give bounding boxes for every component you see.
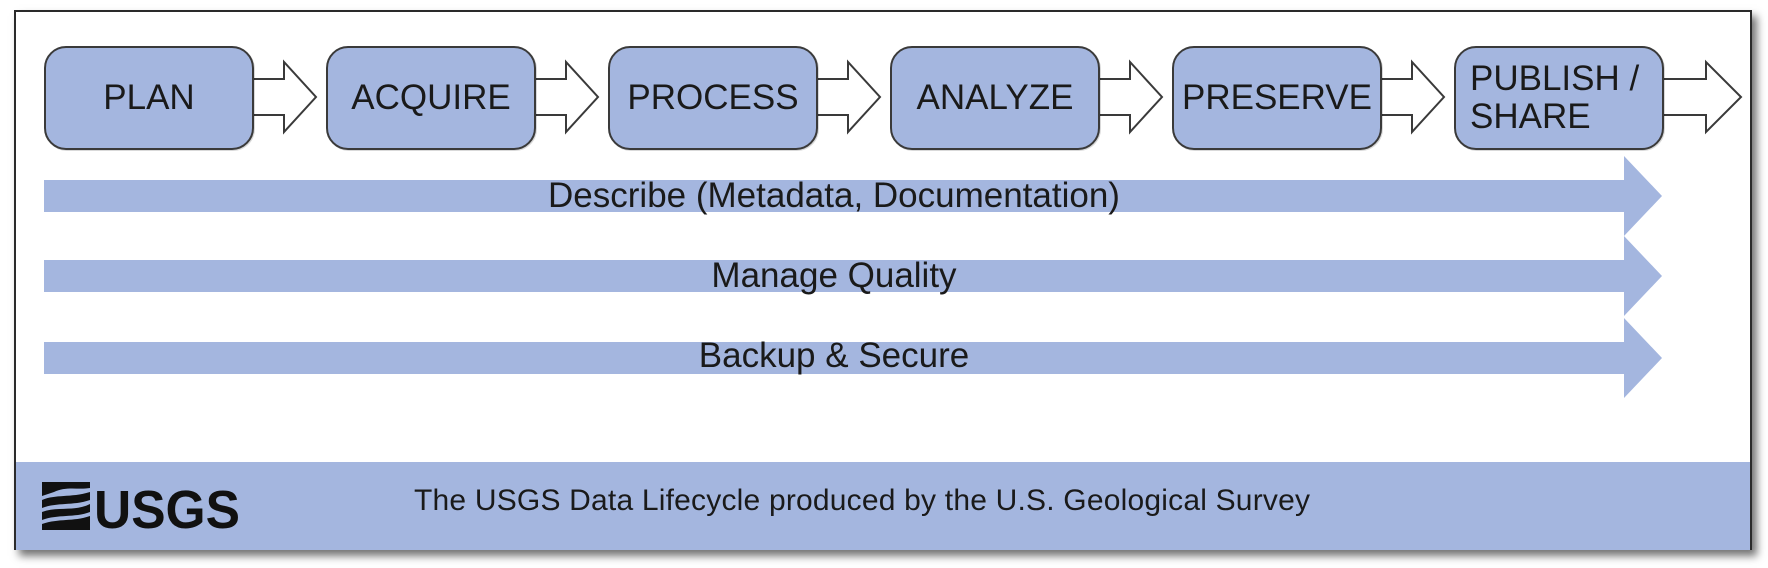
stage-plan-label: PLAN xyxy=(103,78,195,117)
describe-band-label: Describe (Metadata, Documentation) xyxy=(548,176,1120,215)
stage-acquire-label: ACQUIRE xyxy=(351,78,511,117)
backup-secure-band-label: Backup & Secure xyxy=(698,336,970,375)
stage-acquire: ACQUIRE xyxy=(326,46,536,150)
usgs-logo: USGS xyxy=(42,480,240,534)
stage-publish-share-label: PUBLISH / SHARE xyxy=(1470,59,1640,136)
connector-arrow-1 xyxy=(251,59,318,135)
stage-analyze: ANALYZE xyxy=(890,46,1100,150)
connector-arrow-4 xyxy=(1097,59,1164,135)
stage-process-label: PROCESS xyxy=(627,78,799,117)
describe-band-arrow xyxy=(44,156,1662,236)
manage-quality-band-arrow xyxy=(44,236,1662,316)
stage-preserve: PRESERVE xyxy=(1172,46,1382,150)
connector-arrow-2 xyxy=(533,59,600,135)
footer-caption: The USGS Data Lifecycle produced by the … xyxy=(414,484,1311,517)
usgs-lifecycle-slide: PLAN ACQUIRE PROCESS ANALYZE PRESERVE PU… xyxy=(14,10,1752,550)
svg-text:USGS: USGS xyxy=(94,480,240,534)
manage-quality-band-label: Manage Quality xyxy=(711,256,957,295)
connector-arrow-3 xyxy=(815,59,882,135)
connector-arrows xyxy=(44,59,1743,398)
stage-publish-share: PUBLISH / SHARE xyxy=(1454,46,1664,150)
connector-arrow-5 xyxy=(1379,59,1446,135)
stage-analyze-label: ANALYZE xyxy=(916,78,1074,117)
stage-process: PROCESS xyxy=(608,46,818,150)
stage-preserve-label: PRESERVE xyxy=(1182,78,1372,117)
backup-secure-band-arrow xyxy=(44,318,1662,398)
connector-arrow-6 xyxy=(1661,59,1743,135)
footer-bar: USGS The USGS Data Lifecycle produced by… xyxy=(16,462,1750,550)
stage-plan: PLAN xyxy=(44,46,254,150)
